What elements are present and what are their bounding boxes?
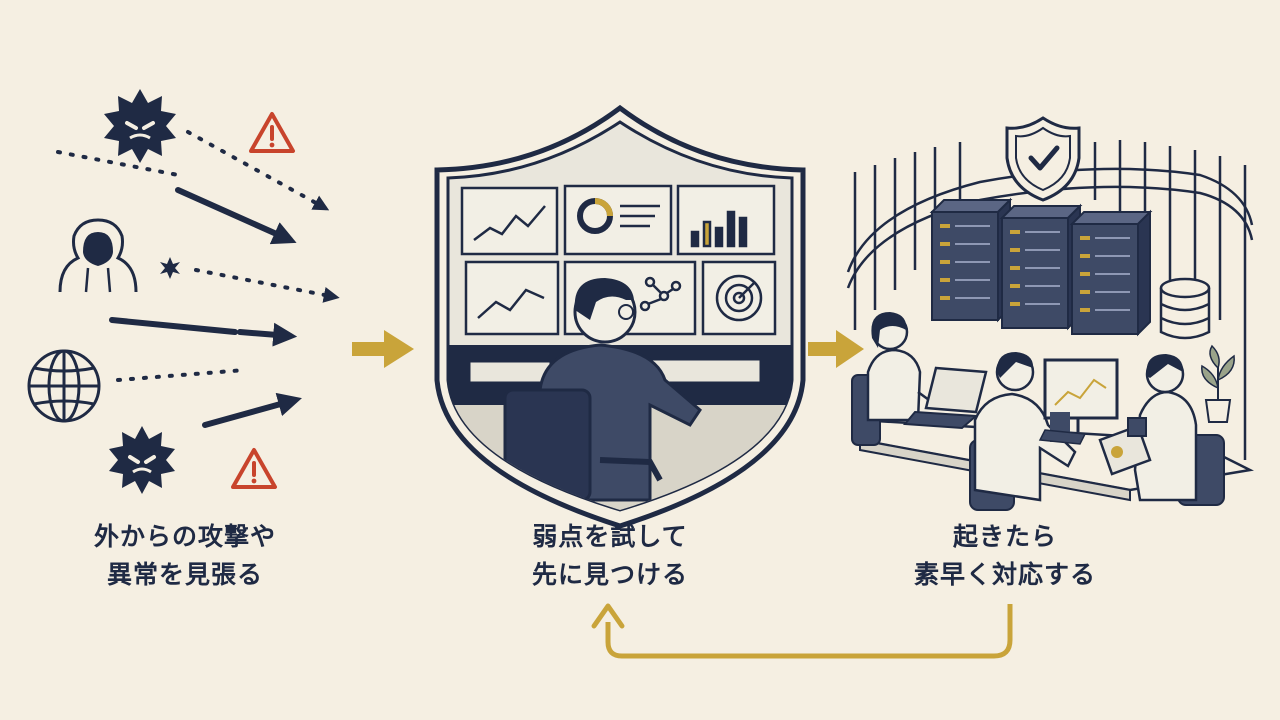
warning-icon — [231, 448, 277, 489]
globe-icon — [27, 349, 101, 423]
spark-icon — [160, 257, 180, 279]
caption-line: 起きたら — [952, 522, 1057, 551]
warning-icon — [249, 112, 295, 153]
team-member — [969, 352, 1119, 511]
shield-icon — [434, 104, 806, 529]
step-caption-monitor: 外からの攻撃や 異常を見張る — [60, 518, 310, 594]
team-member — [851, 312, 988, 446]
plant-icon — [1201, 344, 1235, 423]
caption-line: 異常を見張る — [106, 560, 263, 589]
server-icon — [1069, 209, 1153, 337]
server-icon — [999, 203, 1083, 331]
virus-icon — [104, 89, 176, 163]
step-caption-test: 弱点を試して 先に見つける — [490, 518, 730, 594]
monitor-wall — [460, 184, 777, 336]
analyst-figure — [503, 278, 702, 502]
step-caption-respond: 起きたら 素早く対応する — [885, 518, 1125, 594]
threat-panel — [27, 89, 340, 494]
caption-line: 外からの攻撃や — [93, 522, 276, 551]
caption-line: 先に見つける — [531, 560, 688, 589]
response-team-scene — [846, 116, 1254, 511]
hacker-icon — [58, 218, 138, 293]
attack-arrows — [56, 130, 340, 428]
caption-line: 素早く対応する — [913, 560, 1096, 589]
loop-arrow — [591, 603, 1013, 659]
caption-line: 弱点を試して — [532, 522, 688, 551]
virus-icon — [109, 426, 175, 494]
team-member — [1098, 354, 1225, 506]
shield-check-icon — [1005, 116, 1081, 202]
server-icon — [929, 197, 1013, 323]
flow-arrow — [808, 330, 864, 368]
database-icon — [1159, 277, 1211, 340]
flow-arrow — [352, 330, 414, 368]
